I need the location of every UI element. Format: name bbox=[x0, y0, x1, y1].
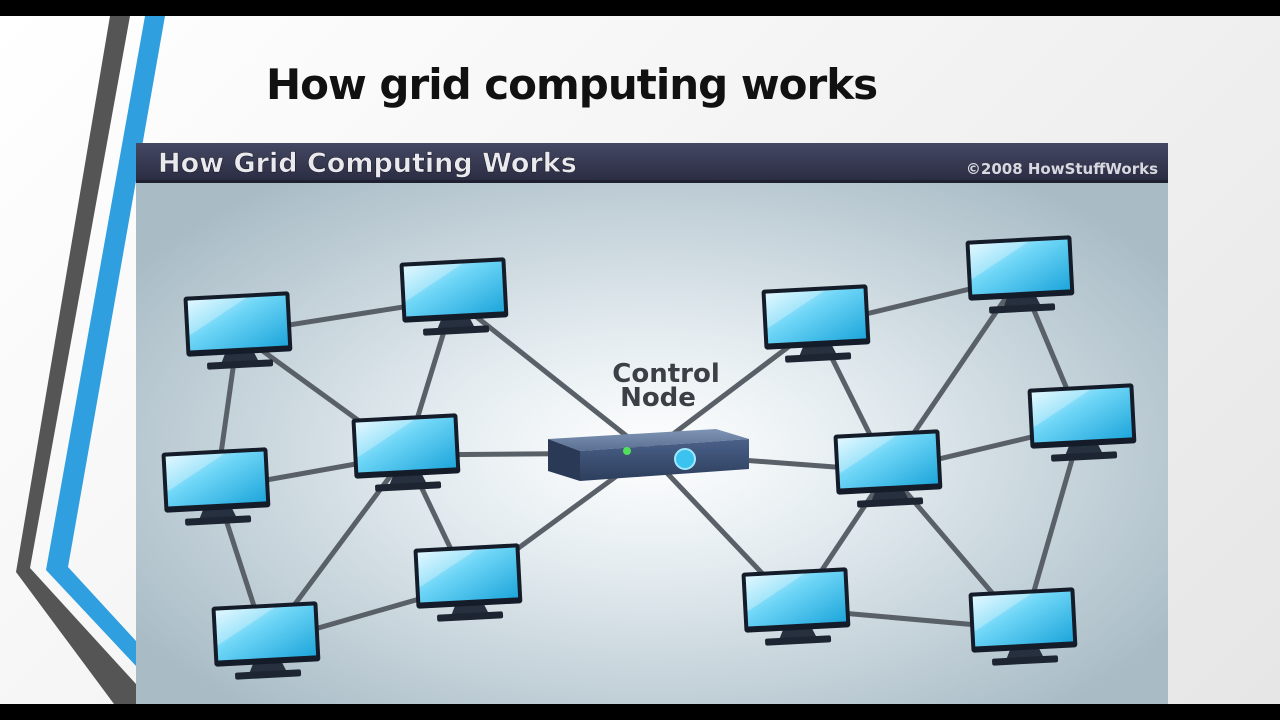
grid-computing-figure: How Grid Computing Works ©2008 HowStuffW… bbox=[136, 143, 1168, 704]
computer-monitor-icon bbox=[741, 567, 851, 646]
control-node-label: Control Node bbox=[612, 359, 719, 413]
server-power-button-icon bbox=[674, 448, 696, 470]
computer-monitor-icon bbox=[965, 235, 1075, 314]
server-top-face bbox=[548, 429, 749, 451]
figure-copyright: ©2008 HowStuffWorks bbox=[966, 160, 1158, 178]
computer-monitor-icon bbox=[968, 587, 1078, 666]
server-status-led-icon bbox=[623, 447, 631, 455]
computer-monitor-icon bbox=[211, 601, 321, 680]
decor-blue-stripe bbox=[46, 16, 165, 666]
computer-monitor-icon bbox=[1027, 383, 1137, 462]
computer-monitor-icon bbox=[399, 257, 509, 336]
computer-monitor-icon bbox=[161, 447, 271, 526]
figure-banner bbox=[136, 143, 1168, 180]
server-front-face bbox=[548, 439, 580, 481]
computer-monitor-icon bbox=[413, 543, 523, 622]
figure-banner-edge bbox=[136, 180, 1168, 183]
slide-title: How grid computing works bbox=[266, 60, 878, 109]
control-node-label-line1: Control bbox=[612, 359, 719, 389]
computer-monitor-icon bbox=[183, 291, 293, 370]
server-side-face bbox=[580, 439, 749, 481]
computer-monitor-icon bbox=[833, 429, 943, 508]
computer-monitor-icon bbox=[351, 413, 461, 492]
slide: How grid computing works bbox=[0, 16, 1280, 704]
figure-banner-title: How Grid Computing Works bbox=[158, 148, 577, 179]
control-connection-line bbox=[451, 296, 651, 456]
computer-nodes bbox=[161, 235, 1137, 680]
control-node-server-icon bbox=[548, 429, 749, 481]
computer-monitor-icon bbox=[761, 284, 871, 363]
slide-decoration bbox=[16, 16, 165, 704]
control-node-label-line2: Node bbox=[620, 383, 696, 413]
grid-diagram: How Grid Computing Works ©2008 HowStuffW… bbox=[136, 143, 1168, 704]
